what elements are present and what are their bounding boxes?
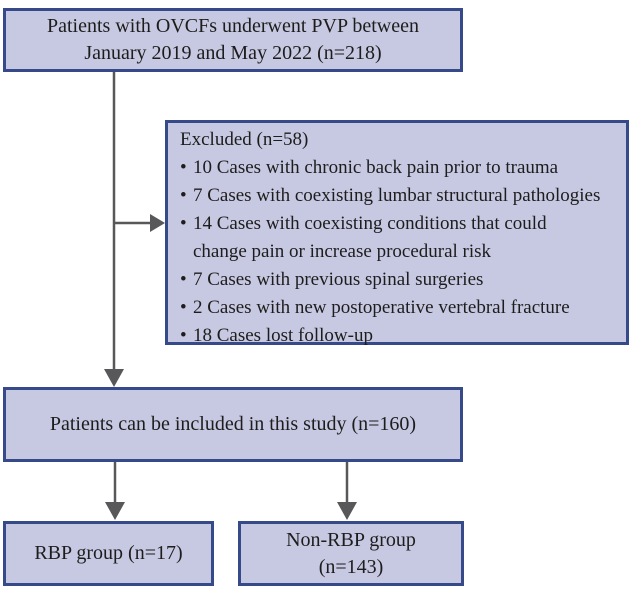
excluded-item-text: 2 Cases with new postoperative vertebral…: [193, 297, 570, 318]
excluded-item-continuation: change pain or increase procedural risk: [180, 238, 622, 266]
box-enrolled-patients: Patients with OVCFs underwent PVP betwee…: [3, 8, 463, 72]
box-non-rbp-group: Non-RBP group (n=143): [238, 521, 464, 586]
bullet-icon: •: [180, 325, 187, 346]
enrolled-line1: Patients with OVCFs underwent PVP betwee…: [46, 15, 419, 37]
bullet-icon: •: [180, 157, 187, 178]
excluded-item: • 14 Cases with coexisting conditions th…: [180, 210, 622, 238]
non-rbp-line1: Non-RBP group: [286, 528, 416, 551]
excluded-item: • 18 Cases lost follow-up: [180, 322, 622, 350]
box-rbp-group: RBP group (n=17): [3, 521, 214, 586]
excluded-item-text: 14 Cases with coexisting conditions that…: [193, 213, 547, 234]
excluded-item: • 2 Cases with new postoperative vertebr…: [180, 294, 622, 322]
bullet-icon: •: [180, 213, 187, 234]
bullet-icon: •: [180, 297, 187, 318]
bullet-icon: •: [180, 269, 187, 290]
excluded-title: Excluded (n=58): [180, 129, 309, 150]
excluded-item: • 7 Cases with coexisting lumbar structu…: [180, 182, 622, 210]
non-rbp-line2: (n=143): [318, 555, 384, 578]
excluded-item-text: 18 Cases lost follow-up: [193, 325, 373, 346]
arrow-top-to-included: [104, 72, 124, 387]
excluded-item-text: 10 Cases with chronic back pain prior to…: [193, 157, 559, 178]
excluded-item-text: change pain or increase procedural risk: [193, 241, 492, 262]
excluded-item: • 7 Cases with previous spinal surgeries: [180, 266, 622, 294]
arrow-included-to-rbp: [105, 462, 125, 520]
box-included-patients: Patients can be included in this study (…: [3, 387, 463, 462]
arrow-included-to-nonrbp: [337, 462, 357, 520]
box-excluded: Excluded (n=58) • 10 Cases with chronic …: [165, 120, 629, 346]
excluded-item: • 10 Cases with chronic back pain prior …: [180, 154, 622, 182]
rbp-label: RBP group (n=17): [34, 542, 183, 564]
bullet-spacer: [180, 238, 193, 266]
excluded-item-text: 7 Cases with previous spinal surgeries: [193, 269, 484, 290]
enrolled-line2: January 2019 and May 2022 (n=218): [84, 42, 382, 64]
bullet-icon: •: [180, 185, 187, 206]
excluded-item-text: 7 Cases with coexisting lumbar structura…: [193, 185, 601, 206]
arrow-to-excluded: [114, 214, 165, 232]
included-label: Patients can be included in this study (…: [49, 413, 417, 435]
